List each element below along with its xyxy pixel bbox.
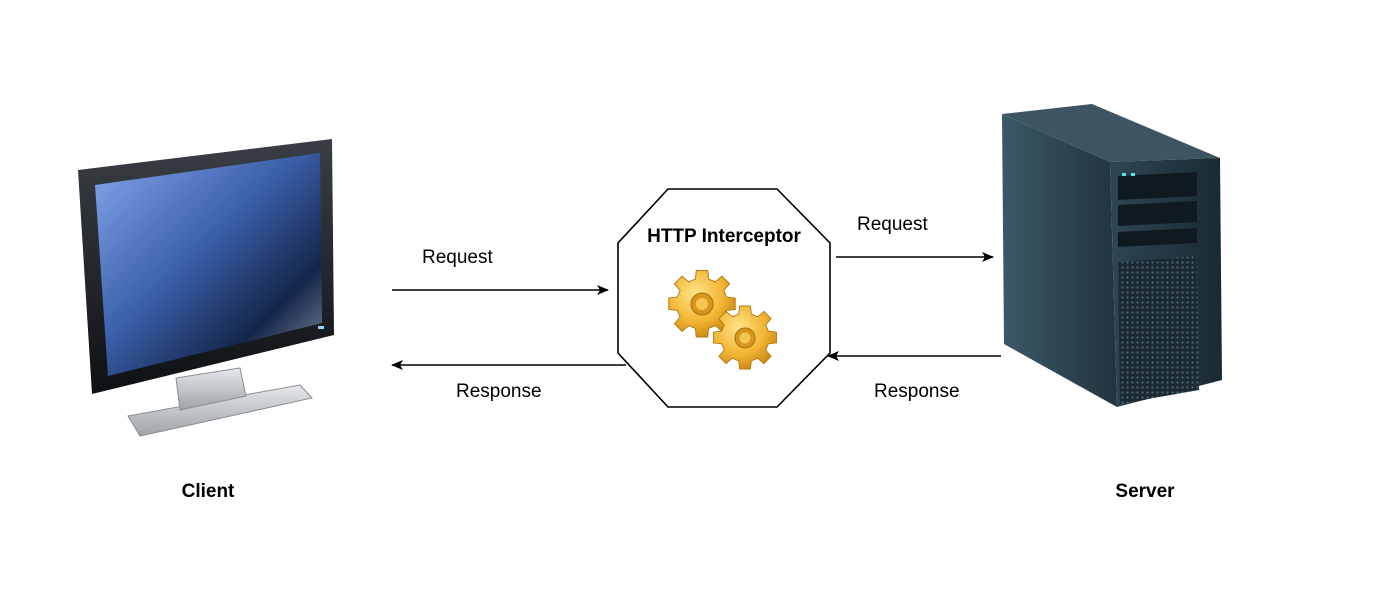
edge-interceptor-to-client: Response bbox=[391, 360, 626, 402]
server-label: Server bbox=[1115, 481, 1175, 502]
monitor-icon bbox=[78, 139, 334, 437]
client-label: Client bbox=[182, 481, 235, 502]
edge-label-response-left: Response bbox=[456, 381, 542, 402]
edge-server-to-interceptor: Response bbox=[827, 351, 1001, 402]
edge-label-request-right: Request bbox=[857, 214, 928, 235]
gears-icon bbox=[668, 270, 777, 370]
edge-client-to-interceptor: Request bbox=[392, 247, 609, 295]
edge-interceptor-to-server: Request bbox=[836, 214, 994, 262]
server-tower-icon bbox=[1002, 104, 1222, 407]
interceptor-label: HTTP Interceptor bbox=[647, 226, 801, 247]
edge-label-request-left: Request bbox=[422, 247, 493, 268]
interceptor-node: HTTP Interceptor bbox=[617, 188, 831, 408]
edge-label-response-right: Response bbox=[874, 381, 960, 402]
